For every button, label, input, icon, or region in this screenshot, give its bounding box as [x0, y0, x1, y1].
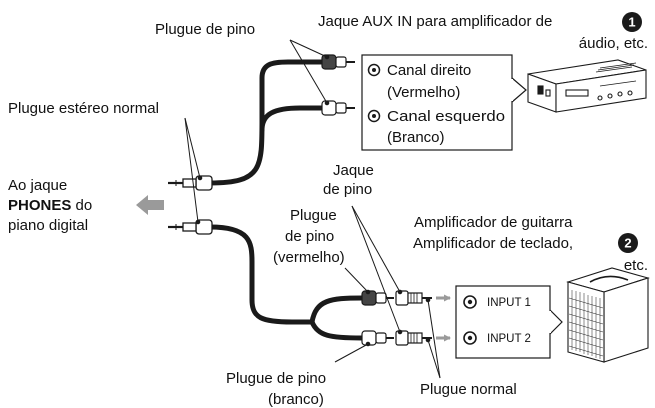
top-cable-upper — [207, 59, 325, 186]
label-plugue-normal: Plugue normal — [420, 381, 517, 398]
bottom-cable-main — [207, 224, 315, 325]
aux-in-panel — [361, 54, 527, 151]
label-ao-jaque: Ao jaque — [8, 177, 67, 194]
label-phones-line: PHONES do — [8, 197, 92, 214]
adapter-lower — [395, 330, 432, 346]
adapter-upper — [395, 290, 432, 306]
label-amp-teclado: Amplificador de teclado, — [413, 235, 573, 252]
label-canal-esquerdo: Canal esquerdo — [387, 108, 505, 125]
label-plugue-pino-verm-2: de pino — [285, 228, 334, 245]
label-input1: INPUT 1 — [487, 297, 531, 309]
cables — [207, 59, 365, 341]
label-do: do — [71, 197, 92, 214]
label-plugue-pino-verm-1: Plugue — [290, 207, 337, 224]
label-branco: (Branco) — [387, 129, 445, 146]
label-amp-guitarra: Amplificador de guitarra — [414, 214, 573, 231]
svg-text:1: 1 — [628, 15, 635, 30]
step-badge-two: 2 — [618, 233, 638, 253]
label-phones: PHONES — [8, 197, 71, 214]
label-piano-digital: piano digital — [8, 217, 88, 234]
leader-lines — [184, 39, 441, 379]
label-input2: INPUT 2 — [487, 333, 531, 345]
instrument-amp-panel — [455, 285, 563, 359]
label-de-pino: de pino — [323, 181, 372, 198]
stereo-plug-top — [168, 175, 213, 191]
label-vermelho: (Vermelho) — [387, 84, 460, 101]
audio-amplifier-icon — [527, 59, 647, 113]
top-cable-lower — [259, 105, 325, 133]
bottom-cable-upper — [309, 295, 365, 325]
bottom-cable-lower — [309, 319, 365, 341]
arrow-to-piano-icon — [136, 195, 164, 215]
step-badge-one: 1 — [622, 12, 642, 32]
label-jaque: Jaque — [333, 162, 374, 179]
svg-text:2: 2 — [624, 236, 631, 251]
label-jaque-aux-in: Jaque AUX IN para amplificador de — [318, 13, 552, 30]
label-plugue-pino-branco-2: (branco) — [268, 391, 324, 408]
rca-plug-white-top — [321, 100, 355, 116]
label-audio-etc: áudio, etc. — [579, 35, 648, 52]
stereo-plug-bottom — [168, 219, 213, 235]
label-etc: etc. — [624, 257, 648, 274]
label-plugue-de-pino-top: Plugue de pino — [155, 21, 255, 38]
label-canal-direito: Canal direito — [387, 62, 471, 79]
label-plugue-pino-branco-1: Plugue de pino — [226, 370, 326, 387]
guitar-amplifier-icon — [566, 267, 650, 363]
label-plugue-pino-verm-3: (vermelho) — [273, 249, 345, 266]
label-plugue-estereo: Plugue estéreo normal — [8, 100, 159, 117]
